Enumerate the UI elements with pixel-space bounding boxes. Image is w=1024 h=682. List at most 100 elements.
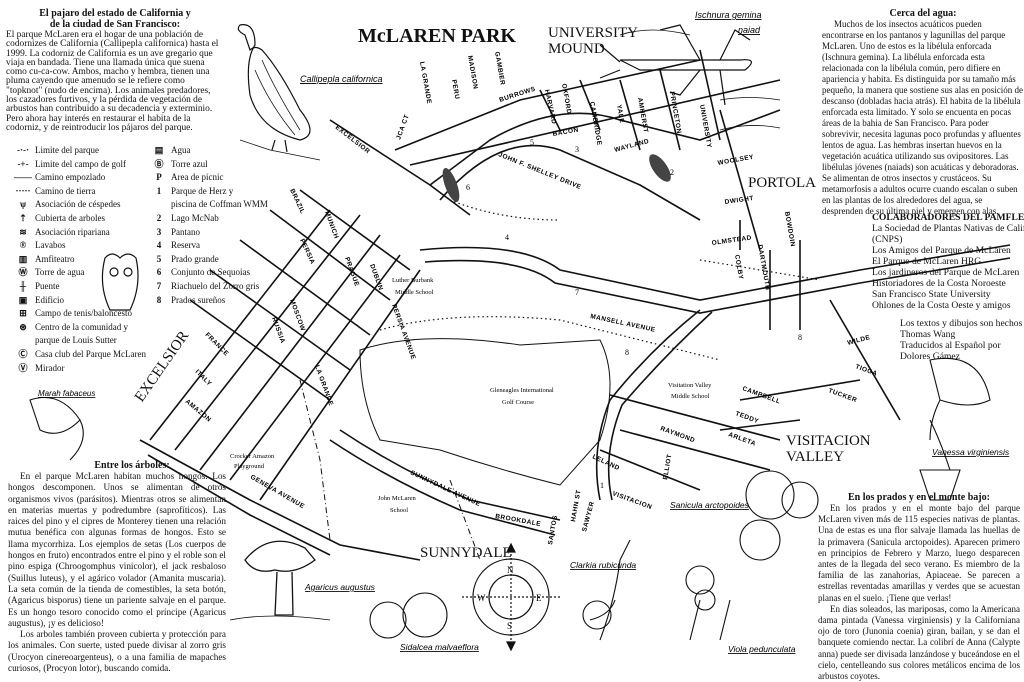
mansell-road — [419, 244, 1011, 301]
street-label: PRAGUE — [343, 256, 360, 287]
quail-text-line: viaja en bandada. Tiene una llamada únic… — [6, 57, 205, 68]
trees-section: Entre los árboles: En el parque McLaren … — [8, 460, 226, 674]
neighborhood-label: UNIVERSITY — [548, 25, 638, 41]
street-label: ELLIOT — [662, 453, 673, 480]
street-label: MUNICH — [323, 210, 339, 240]
legend-label: Asociación ripariana — [35, 226, 110, 237]
street-label: HARVARD — [543, 89, 557, 125]
collaborator: Ohlones de la Costa Oeste y amigos — [872, 300, 1011, 311]
legend-label: Conjunto de Sequoias — [171, 267, 250, 278]
legend-item: ▣Edificio — [14, 294, 146, 308]
legend-label: Limite del campo de golf — [35, 158, 126, 169]
legend-label: Camino empozlado — [35, 172, 106, 183]
street-label: BOWDOIN — [783, 211, 796, 247]
street-label: RUSSIA — [270, 316, 286, 344]
meadow-title: En los prados y en el monte bajo: — [848, 492, 990, 503]
legend-number: 3 — [156, 226, 162, 237]
street-label: GENEVA AVENUE — [249, 474, 306, 511]
legend-label: Lavabos — [35, 240, 66, 251]
school-label: Golf Course — [502, 399, 534, 406]
legend-label: Prado grande — [171, 253, 219, 264]
legend-label: Reserva — [171, 240, 200, 251]
credit-line: Thomas Wang — [900, 329, 956, 340]
area-number: 8 — [625, 348, 629, 357]
street-label: TEDDY — [734, 410, 760, 425]
map-title: McLAREN PARK — [358, 25, 516, 47]
quail-illustration — [237, 24, 321, 161]
legend-item: parque de Louis Sutter — [14, 334, 146, 348]
species-label: Sanicula arctopoides — [670, 500, 750, 510]
legend-label: Pantano — [171, 226, 200, 237]
collaborators-section: COLABORADORES DEL PAMFLETO: La Sociedad … — [872, 212, 1024, 311]
legend-item: Ⓒ Casa club del Parque McLaren — [14, 348, 146, 362]
species-label: Agaricus augustus — [304, 582, 376, 592]
quail-text-line: codornizes de California (Callipepla cal… — [6, 39, 219, 50]
school-label: Gleneagles International — [490, 387, 554, 394]
building-icon: ▣ — [18, 294, 28, 305]
street-label: BACON — [552, 127, 579, 138]
quail-text-line: Pero ahora hay interés en restaurar el h… — [6, 113, 191, 124]
quail-text-line: "topknot" (nudo de encima). Los animales… — [6, 85, 211, 96]
species-label: Clarkia rubicunda — [570, 560, 636, 570]
legend-label: Centro de la comunidad y — [35, 321, 128, 332]
compass-rose — [462, 542, 560, 652]
sunnydale-road — [339, 429, 561, 521]
school-label: Middle School — [671, 393, 710, 400]
legend-item: piscina de Coffman WMM — [150, 198, 268, 212]
legend-label: Asociación de céspedes — [35, 199, 121, 210]
legend-number: 8 — [156, 294, 162, 305]
legend-label: Casa club del Parque McLaren — [35, 348, 146, 359]
species-label: naiad — [738, 25, 761, 35]
quail-title-1: El pajaro del estado de California y — [39, 8, 191, 19]
dragonfly-illustration — [599, 24, 781, 131]
species-label: Marah fabaceus — [38, 389, 95, 398]
neighborhood-label: VALLEY — [786, 449, 845, 465]
area-number: 3 — [575, 145, 579, 154]
credit-line: Traducidos al Español por — [900, 340, 1001, 351]
street-label: SAWYER — [581, 501, 596, 533]
legend-label: Campo de tenis/baloncesto — [35, 308, 132, 319]
school-label: Crocker Amazon — [230, 453, 275, 460]
street-label: ARLETA — [727, 431, 757, 447]
park-boundary — [299, 379, 481, 561]
excelsior-grid — [149, 209, 421, 501]
meadow-paragraph-1: En los prados y en el monte bajo del par… — [818, 503, 1020, 603]
owl-illustration — [101, 253, 139, 311]
quail-text-line: los cazadores furtivos, y la pérdida de … — [6, 95, 203, 106]
legend-label: Camino de tierra — [35, 185, 96, 196]
legend-label: Lago McNab — [171, 212, 219, 223]
lake-mcnab-icon — [649, 154, 671, 182]
legend-label: Puente — [35, 280, 60, 291]
street-label: COLBY — [733, 254, 744, 280]
roads — [139, 49, 1011, 561]
neighborhood-label: MOUND — [548, 41, 605, 57]
dirt-road-icon: ····· — [15, 185, 31, 196]
restroom-icon: ® — [19, 240, 27, 251]
street-label: PERU — [450, 79, 460, 100]
legend-item: -·-·Limite del parque — [14, 144, 146, 158]
collaborator: El Parque de McLaren HRG — [872, 256, 982, 267]
quail-text-line: pluma cayendo que amenudo se le refiere … — [6, 76, 185, 87]
clubhouse-icon: Ⓒ — [18, 348, 28, 359]
species-label: Callipepla californica — [300, 74, 383, 84]
court-icon: ⊞ — [19, 308, 27, 319]
collaborator: La Sociedad de Plantas Nativas de Califo… — [872, 223, 1024, 234]
viewpoint-icon: Ⓥ — [18, 362, 28, 373]
street-label: SUNNYDALE AVENUE — [409, 469, 482, 508]
street-label: UNIVERSITY — [698, 104, 713, 149]
dirt-trails — [379, 199, 821, 361]
compass-n: N — [507, 565, 514, 575]
street-label: PERSIA AVENUE — [390, 303, 417, 361]
tree-icon: ⇡ — [19, 212, 27, 223]
compass-s: S — [507, 621, 512, 631]
quail-text-line: 1999. La codorniz de California es un av… — [6, 48, 213, 59]
quail-text-line: arbustos han contribuido a su decadencia… — [6, 104, 213, 115]
water-section: Cerca del agua: Muchos de los insectos a… — [822, 8, 1024, 217]
legend-number: 6 — [156, 267, 162, 278]
